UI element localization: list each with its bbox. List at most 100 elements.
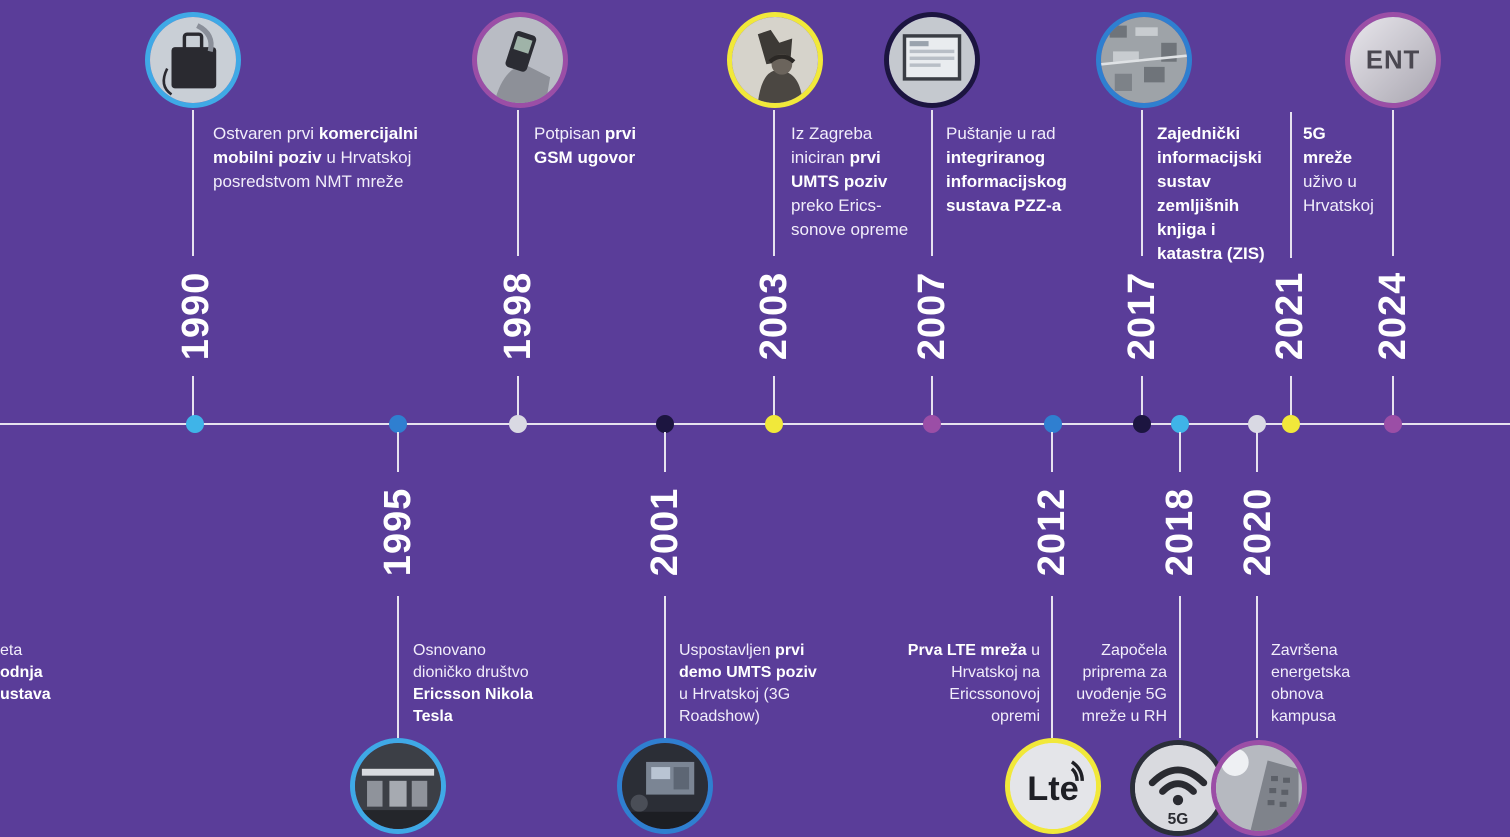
text-segment: Ericssonovoj bbox=[949, 686, 1040, 703]
stem-2017-bottom bbox=[1141, 376, 1143, 416]
text-segment: demo UMTS poziv bbox=[679, 664, 817, 681]
text-segment: ustava bbox=[0, 686, 51, 703]
photo-2018: 5G bbox=[1130, 740, 1226, 836]
text-segment: Započela bbox=[1101, 642, 1167, 659]
stem-2003-bottom bbox=[773, 376, 775, 416]
stem-2017-top bbox=[1141, 110, 1143, 256]
text-segment: eta bbox=[0, 642, 23, 659]
year-2024: 2024 bbox=[1372, 271, 1414, 361]
year-2018: 2018 bbox=[1159, 487, 1201, 577]
zagreb-statue-icon bbox=[732, 17, 818, 103]
text-segment: u Hrvatskoj (3G bbox=[679, 686, 791, 703]
dot-2020 bbox=[1248, 415, 1266, 433]
year-2012: 2012 bbox=[1031, 487, 1073, 577]
photo-2020 bbox=[1211, 740, 1307, 836]
text-segment: komercijalni bbox=[318, 124, 419, 143]
stem-1998-top bbox=[517, 110, 519, 256]
photo-1998 bbox=[472, 12, 568, 108]
dot-1995 bbox=[389, 415, 407, 433]
text-segment: Osnovano bbox=[413, 642, 486, 659]
building-icon bbox=[1216, 745, 1302, 831]
stem-2012-bottom bbox=[1051, 596, 1053, 738]
text-segment: Uspostavljen bbox=[679, 642, 776, 659]
text-segment: priprema za bbox=[1082, 664, 1167, 681]
text-segment: mreže u RH bbox=[1081, 708, 1167, 725]
text-segment: Roadshow) bbox=[679, 708, 760, 725]
year-2017: 2017 bbox=[1121, 271, 1163, 361]
ent-logo-text: ENT bbox=[1366, 47, 1420, 75]
text-segment: uživo u bbox=[1303, 172, 1357, 191]
text-segment: integriranog bbox=[946, 148, 1046, 167]
text-segment: Hrvatskoj na bbox=[951, 664, 1040, 681]
text-segment: GSM ugovor bbox=[534, 148, 636, 167]
5g-wifi-icon: 5G bbox=[1135, 745, 1221, 831]
text-segment: iniciran bbox=[791, 148, 850, 167]
dot-1990 bbox=[186, 415, 204, 433]
photo-2012: Lte bbox=[1005, 738, 1101, 834]
text-segment: Završena bbox=[1271, 642, 1338, 659]
text-segment: Ostvaren prvi bbox=[213, 124, 319, 143]
lte-label: Lte bbox=[1027, 770, 1079, 808]
photo-1990 bbox=[145, 12, 241, 108]
lte-icon: Lte bbox=[1010, 743, 1096, 829]
photo-2001 bbox=[617, 738, 713, 834]
year-2007: 2007 bbox=[911, 271, 953, 361]
stem-1995-bottom bbox=[397, 596, 399, 738]
text-segment: odnja bbox=[0, 664, 43, 681]
year-2001: 2001 bbox=[644, 487, 686, 577]
year-1998: 1998 bbox=[497, 271, 539, 361]
stem-2021-bottom bbox=[1290, 376, 1292, 416]
text-segment: Tesla bbox=[413, 708, 453, 725]
aerial-map-icon bbox=[1101, 17, 1187, 103]
text-segment: preko Erics- bbox=[791, 196, 882, 215]
text-segment: dioničko društvo bbox=[413, 664, 529, 681]
photo-2007 bbox=[884, 12, 980, 108]
stem-2020-top bbox=[1256, 432, 1258, 472]
text-segment: sustav bbox=[1157, 172, 1211, 191]
text-segment: u bbox=[1026, 642, 1040, 659]
computer-monitor-icon bbox=[889, 17, 975, 103]
stem-2024-top bbox=[1392, 110, 1394, 256]
stem-1995-top bbox=[397, 432, 399, 472]
timeline-axis bbox=[0, 423, 1510, 425]
year-1995: 1995 bbox=[377, 487, 419, 577]
text-segment: opremi bbox=[991, 708, 1040, 725]
text-segment: kampusa bbox=[1271, 708, 1336, 725]
stem-1998-bottom bbox=[517, 376, 519, 416]
text-segment: 5G bbox=[1303, 124, 1326, 143]
photo-1995 bbox=[350, 738, 446, 834]
text-segment: energetska bbox=[1271, 664, 1351, 681]
text-segment: informacijski bbox=[1157, 148, 1262, 167]
text-segment: obnova bbox=[1271, 686, 1324, 703]
photo-2024: ENT bbox=[1345, 12, 1441, 108]
dot-2003 bbox=[765, 415, 783, 433]
year-1990: 1990 bbox=[175, 271, 217, 361]
dot-2012 bbox=[1044, 415, 1062, 433]
text-segment: Puštanje u rad bbox=[946, 124, 1056, 143]
text-2020: Završena energetska obnova kampusa bbox=[1271, 640, 1350, 728]
text-segment: prvi bbox=[849, 148, 881, 167]
dot-2017 bbox=[1133, 415, 1151, 433]
stem-2020-bottom bbox=[1256, 596, 1258, 738]
ent-logo-icon: ENT bbox=[1350, 17, 1436, 103]
text-segment: posredstvom NMT mreže bbox=[213, 172, 404, 191]
mobile-phone-icon bbox=[477, 17, 563, 103]
text-segment: mobilni poziv bbox=[213, 148, 322, 167]
text-segment: u Hrvatskoj bbox=[321, 148, 412, 167]
text-segment: Ericsson Nikola bbox=[413, 686, 534, 703]
text-segment: mreže bbox=[1303, 148, 1353, 167]
dot-2007 bbox=[923, 415, 941, 433]
stem-2018-bottom bbox=[1179, 596, 1181, 738]
dot-2018 bbox=[1171, 415, 1189, 433]
text-segment: Potpisan bbox=[534, 124, 605, 143]
